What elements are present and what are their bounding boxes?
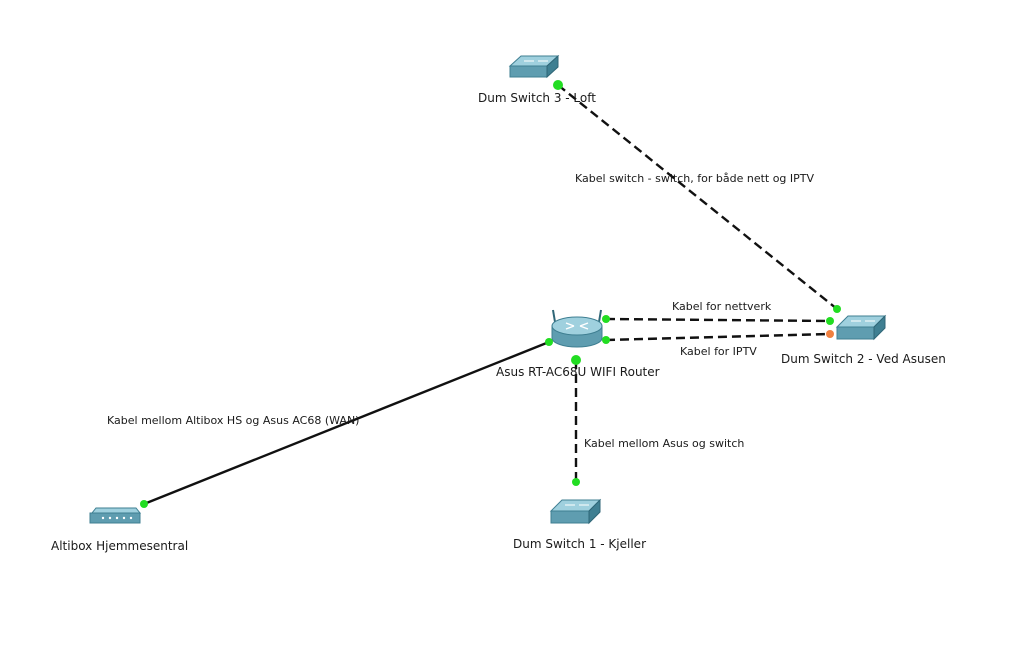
link-up-indicator <box>826 317 834 325</box>
cable-switch3-switch2[interactable] <box>557 84 838 310</box>
router-icon <box>551 309 603 348</box>
switch2-label: Dum Switch 2 - Ved Asusen <box>781 352 946 366</box>
modem-icon <box>89 507 142 524</box>
link-up-indicator <box>553 80 563 90</box>
link-down-indicator <box>826 330 834 338</box>
switch2-device[interactable] <box>835 314 887 341</box>
switch-icon <box>835 314 887 341</box>
link-up-indicator <box>833 305 841 313</box>
link-up-indicator <box>571 355 581 365</box>
cable-label-switch3-switch2: Kabel switch - switch, for både nett og … <box>575 172 815 185</box>
switch-icon <box>508 54 560 79</box>
link-status-lights <box>140 80 841 508</box>
cable-label-wan: Kabel mellom Altibox HS og Asus AC68 (WA… <box>107 414 359 427</box>
switch-icon <box>549 498 602 525</box>
switch3-device[interactable] <box>508 54 560 79</box>
switch1-label: Dum Switch 1 - Kjeller <box>513 537 646 551</box>
switch1-device[interactable] <box>549 498 602 525</box>
link-up-indicator <box>602 336 610 344</box>
cable-label-net: Kabel for nettverk <box>672 300 772 313</box>
cable-label-router-switch1: Kabel mellom Asus og switch <box>584 437 744 450</box>
switch3-label: Dum Switch 3 - Loft <box>478 91 596 105</box>
router-label: Asus RT-AC68U WIFI Router <box>496 365 660 379</box>
altibox-device[interactable] <box>89 507 142 524</box>
link-up-indicator <box>140 500 148 508</box>
link-up-indicator <box>602 315 610 323</box>
cable-altibox-router[interactable] <box>143 340 550 506</box>
altibox-label: Altibox Hjemmesentral <box>51 539 188 553</box>
link-up-indicator <box>545 338 553 346</box>
router-device[interactable] <box>551 309 603 348</box>
cables <box>143 84 838 506</box>
cable-router-switch2-net[interactable] <box>605 317 831 323</box>
cable-router-switch2-iptv[interactable] <box>605 332 831 342</box>
link-up-indicator <box>572 478 580 486</box>
cable-label-iptv: Kabel for IPTV <box>680 345 757 358</box>
